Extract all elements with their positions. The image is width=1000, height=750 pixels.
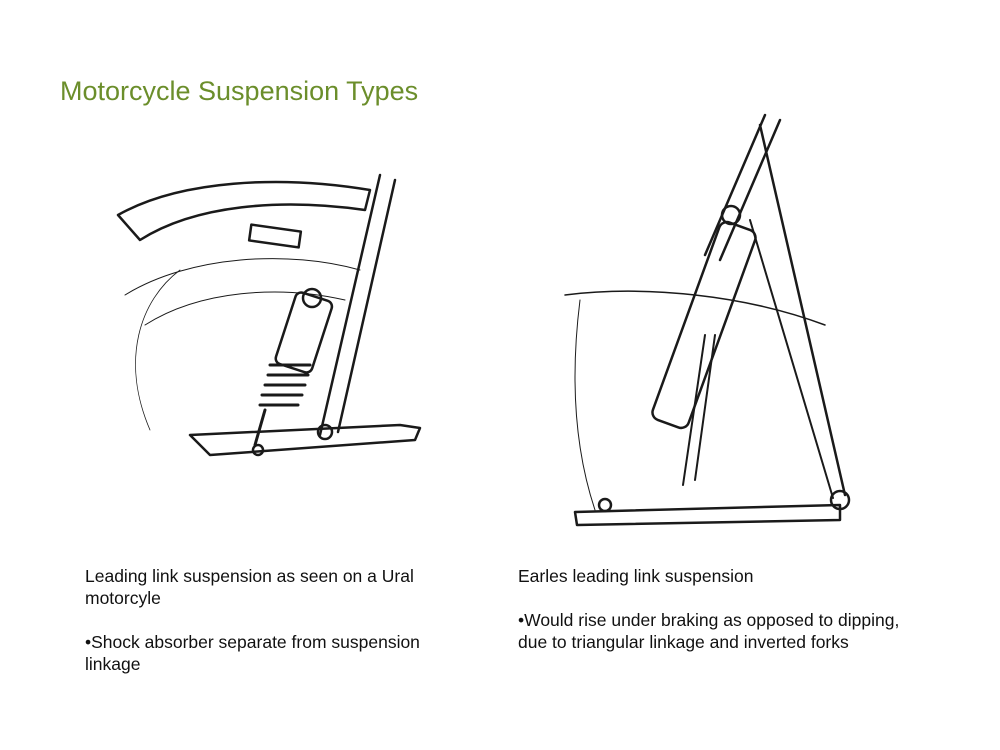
shock-top-mount	[301, 287, 323, 309]
pivot	[316, 423, 334, 441]
fender	[116, 180, 372, 242]
left-caption-bullet: •Shock absorber separate from suspension…	[85, 632, 420, 674]
inner-link	[682, 334, 716, 486]
link-arm	[188, 423, 422, 457]
wheel-arc-3	[135, 269, 181, 431]
right-caption-bullet: •Would rise under braking as opposed to …	[518, 610, 900, 652]
slide-title: Motorcycle Suspension Types	[60, 76, 419, 106]
leading-link-sketch	[116, 173, 422, 457]
shock-rod	[253, 408, 267, 447]
right-caption-title: Earles leading link suspension	[518, 566, 754, 586]
wheel-arc	[574, 299, 596, 511]
reflector	[247, 223, 303, 249]
steering-stem-1	[703, 113, 767, 257]
earles-sketch	[564, 113, 851, 527]
steering-stem-2	[718, 118, 782, 262]
shock-body	[274, 291, 334, 374]
shock-body	[651, 220, 757, 430]
shock-spring	[258, 363, 312, 407]
wheel-arc-1	[124, 258, 361, 296]
left-caption: Leading link suspension as seen on a Ura…	[85, 565, 465, 675]
left-caption-title: Leading link suspension as seen on a Ura…	[85, 566, 414, 608]
bottom-link	[573, 503, 842, 527]
fork-leg-1	[318, 173, 382, 437]
lower-pivot	[597, 497, 613, 513]
front-strut-2	[749, 219, 834, 499]
axle	[251, 443, 265, 457]
shock-top-mount	[720, 204, 742, 226]
front-strut	[758, 123, 847, 497]
right-caption: Earles leading link suspension •Would ri…	[518, 565, 918, 653]
fork-leg-2	[336, 178, 397, 434]
